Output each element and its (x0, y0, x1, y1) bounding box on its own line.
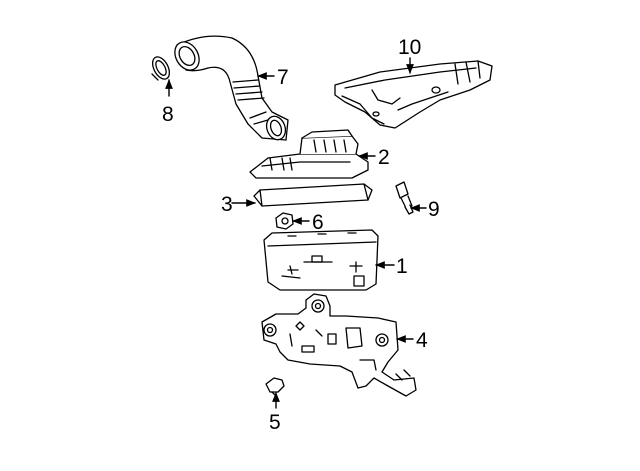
mounting-bracket-part-4[interactable] (261, 293, 417, 397)
callout-8: 8 (162, 103, 174, 126)
callout-2: 2 (378, 146, 390, 169)
callout-4: 4 (416, 329, 428, 352)
nut-part-6[interactable] (275, 212, 294, 230)
callout-3: 3 (221, 193, 233, 216)
callout-labels: 1 2 3 4 5 6 7 8 9 10 (162, 36, 440, 434)
callout-leaders (165, 57, 427, 409)
hose-clamp-part-8[interactable] (149, 54, 173, 82)
intake-duct-part-10[interactable] (334, 60, 493, 129)
sensor-part-9[interactable] (395, 181, 414, 215)
air-cleaner-housing-part-1[interactable] (263, 229, 379, 291)
callout-1: 1 (396, 255, 408, 278)
callout-7: 7 (277, 66, 289, 89)
callout-6: 6 (312, 211, 324, 234)
push-pin-part-5[interactable] (265, 377, 285, 397)
air-cleaner-cover-part-2[interactable] (249, 129, 369, 179)
callout-10: 10 (398, 36, 421, 59)
air-filter-part-3[interactable] (253, 183, 373, 207)
intake-hose-part-7[interactable] (170, 35, 289, 142)
callout-9: 9 (428, 198, 440, 221)
callout-5: 5 (269, 411, 281, 434)
